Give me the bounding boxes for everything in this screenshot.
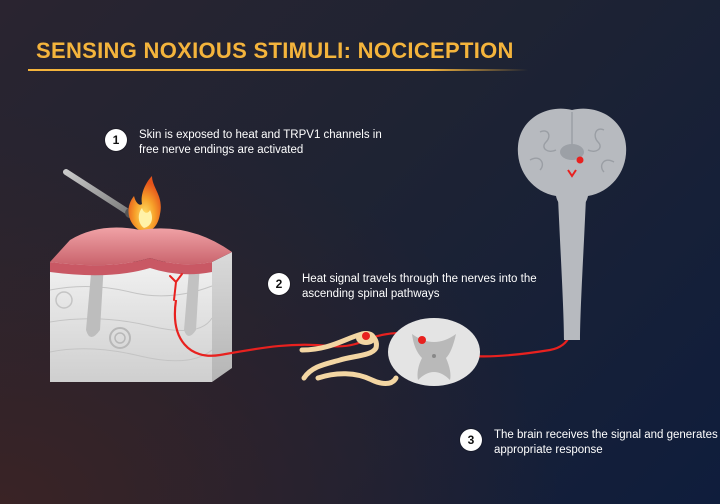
- spinal-cord-section: [388, 318, 480, 386]
- step-number-badge: 3: [460, 429, 482, 451]
- step-description: Heat signal travels through the nerves i…: [302, 272, 552, 302]
- step-number-badge: 2: [268, 273, 290, 295]
- heat-source: [66, 172, 161, 232]
- step-description: Skin is exposed to heat and TRPV1 channe…: [139, 128, 389, 158]
- skin-tissue-block: [50, 228, 232, 382]
- skin-surface: [50, 228, 232, 266]
- step-2-callout: 2 Heat signal travels through the nerves…: [268, 272, 552, 302]
- brain: [518, 109, 626, 340]
- thalamic-relay: [577, 157, 584, 164]
- step-1-callout: 1 Skin is exposed to heat and TRPV1 chan…: [105, 128, 389, 158]
- dorsal-horn-neuron: [418, 336, 426, 344]
- brainstem-spinal-cord: [558, 198, 586, 340]
- ganglion-neuron: [362, 332, 370, 340]
- skin-block-side: [212, 252, 232, 382]
- step-number-badge: 1: [105, 129, 127, 151]
- metal-rod: [66, 172, 128, 212]
- dorsal-root-ganglion: [302, 331, 396, 384]
- step-description: The brain receives the signal and genera…: [494, 428, 720, 458]
- step-3-callout: 3 The brain receives the signal and gene…: [460, 428, 720, 458]
